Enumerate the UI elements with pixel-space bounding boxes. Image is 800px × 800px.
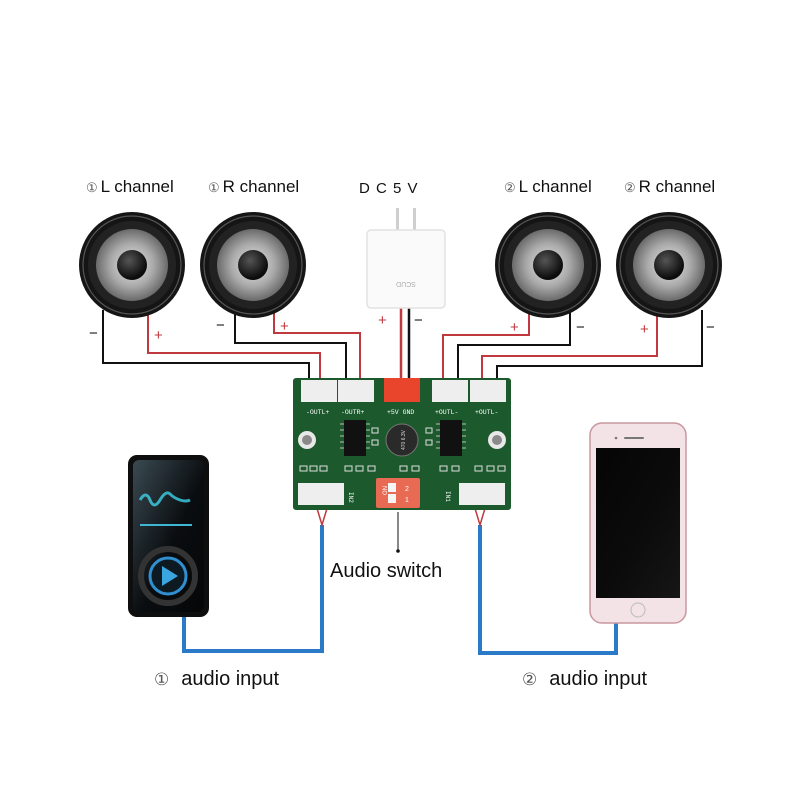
input-connector-2 (298, 483, 344, 505)
wire-ch1-left-negative (102, 310, 310, 380)
marker-1: ① (208, 180, 220, 195)
polarity-minus: − (414, 312, 423, 329)
polarity-plus: + (154, 327, 163, 344)
connector-outr-2 (470, 380, 506, 402)
marker-2: ② (504, 180, 516, 195)
marker-1: ① (86, 180, 98, 195)
label-text: audio input (181, 668, 280, 690)
silk-in1: IN1 (444, 491, 451, 502)
speaker-ch2-left (495, 212, 601, 318)
connector-outl-1 (301, 380, 337, 402)
silk-label: +OUTL- (435, 409, 458, 416)
label-audio-input-1: ① audio input (154, 668, 279, 691)
label-audio-input-2: ② audio input (522, 668, 647, 691)
marker-2: ② (522, 670, 538, 689)
silk-label: +5V GND (387, 409, 414, 416)
polarity-plus: + (280, 318, 289, 335)
polarity-minus: − (89, 325, 98, 342)
connector-outr-1 (338, 380, 374, 402)
polarity-minus: − (706, 319, 715, 336)
polarity-plus: + (510, 319, 519, 336)
label-text: R channel (222, 177, 300, 196)
switch-pos-2: 2 (405, 486, 409, 493)
polarity-minus: − (576, 319, 585, 336)
wire-ch2-right-negative (496, 310, 703, 380)
polarity-plus: + (378, 312, 387, 329)
wire-ch2-left-positive (442, 312, 530, 380)
label-text: audio input (549, 668, 648, 690)
marker-2: ② (624, 180, 636, 195)
wire-ch1-left-positive (147, 312, 321, 380)
left-speaker-wires (102, 310, 361, 380)
right-speaker-wires (442, 310, 703, 380)
polarity-minus: − (216, 317, 225, 334)
label-audio-switch: Audio switch (330, 560, 443, 582)
label-text: R channel (638, 177, 716, 196)
switch-on-label: ON (383, 486, 389, 495)
mp3-player (128, 455, 209, 617)
marker-1: ① (154, 670, 170, 689)
capacitor-label: 470 6.3V (401, 429, 407, 450)
connector-outl-2 (432, 380, 468, 402)
label-text: L channel (100, 177, 174, 196)
home-button (630, 602, 646, 618)
label-text: L channel (518, 177, 592, 196)
input-connector-1 (459, 483, 505, 505)
wire-ch2-right-positive (481, 312, 658, 380)
amplifier-board: -OUTL+ -OUTR+ +5V GND +OUTL- +OUTL- 470 … (293, 378, 511, 510)
usb-charger: SCUD (366, 208, 446, 309)
silk-label: -OUTR+ (341, 409, 365, 416)
amp-chip-right (440, 420, 462, 456)
smartphone (589, 422, 687, 624)
audio-dip-switch[interactable]: ON 1 2 (376, 478, 420, 508)
audio-cables (182, 525, 618, 655)
amp-chip-left (344, 420, 366, 456)
audio-cable-1 (182, 525, 324, 653)
wire-ch2-left-negative (457, 310, 571, 380)
speaker-ch1-left (79, 212, 185, 318)
polarity-plus: + (640, 321, 649, 338)
capacitor (385, 423, 419, 457)
switch-pos-1: 1 (405, 497, 409, 504)
silk-label: +OUTL- (475, 409, 498, 416)
silk-label: -OUTL+ (306, 409, 330, 416)
label-dc5v: D C 5 V (359, 180, 419, 197)
speaker-ch1-right (200, 212, 306, 318)
wire-ch1-right-negative (234, 310, 347, 380)
speaker-ch2-right (616, 212, 722, 318)
silk-in2: IN2 (347, 492, 354, 503)
wire-ch1-right-positive (273, 312, 361, 380)
audio-cable-2 (478, 525, 618, 655)
play-icon (162, 566, 178, 586)
charger-brand: SCUD (396, 280, 416, 287)
dc-connector (384, 378, 420, 402)
